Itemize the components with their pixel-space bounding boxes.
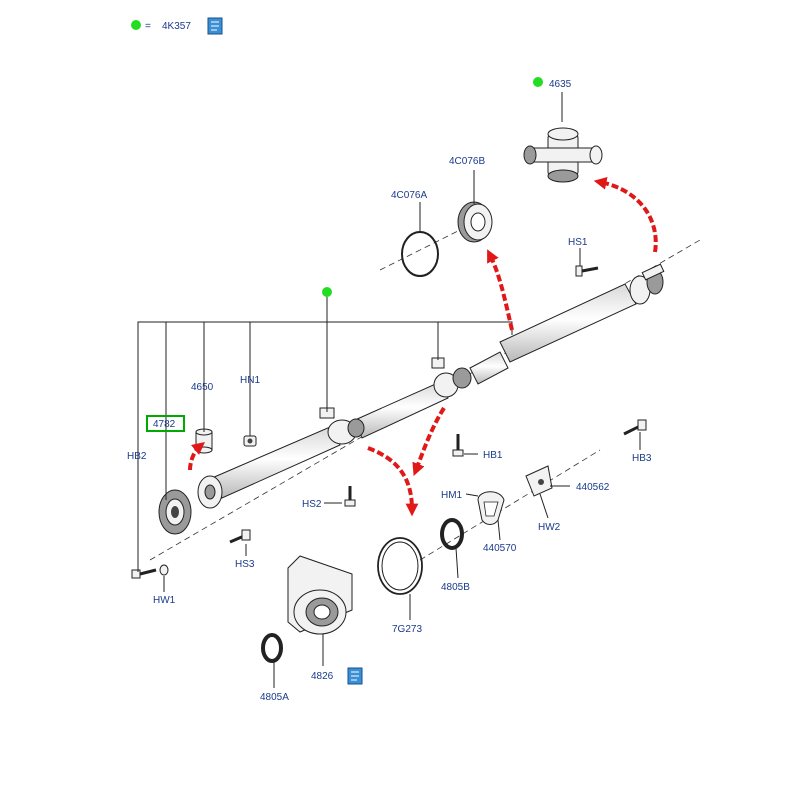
- label-4805a[interactable]: 4805A: [260, 692, 289, 703]
- part-labels: 4635 4C076B 4C076A HS1 4650 HN1 4782 HB2…: [127, 79, 652, 703]
- label-440570[interactable]: 440570: [483, 543, 517, 554]
- o-ring-7g273[interactable]: [377, 537, 423, 595]
- bolt-hb1[interactable]: [452, 434, 464, 457]
- manual-book-icon[interactable]: [347, 667, 363, 685]
- center-bearing-4826[interactable]: [287, 555, 353, 635]
- legend: = 4K357: [131, 17, 223, 35]
- washer-hw1[interactable]: [159, 564, 169, 576]
- direction-arrows: [188, 176, 658, 517]
- snap-ring-4c076a[interactable]: [401, 231, 439, 277]
- green-dot-icon: [131, 20, 141, 30]
- bolt-hs3[interactable]: [229, 529, 251, 544]
- label-4635[interactable]: 4635: [549, 79, 572, 90]
- arrow-to-4650: [188, 441, 205, 471]
- label-hw2[interactable]: HW2: [538, 522, 561, 533]
- label-hs3[interactable]: HS3: [235, 559, 255, 570]
- arrow-to-4c076b: [487, 249, 514, 331]
- highlight-box-4782: [146, 415, 185, 432]
- axis-line-upper: [379, 229, 461, 271]
- label-4826[interactable]: 4826: [311, 671, 334, 682]
- seal-4c076b[interactable]: [457, 201, 493, 243]
- label-4650[interactable]: 4650: [191, 382, 214, 393]
- seal-ring-4805b[interactable]: [440, 518, 464, 550]
- label-hn1[interactable]: HN1: [240, 375, 260, 386]
- legend-code: 4K357: [162, 21, 191, 32]
- label-hm1[interactable]: HM1: [441, 490, 463, 501]
- green-dot-icon: [533, 77, 543, 87]
- label-hw1[interactable]: HW1: [153, 595, 176, 606]
- axis-line-lower: [419, 449, 601, 561]
- label-4c076b[interactable]: 4C076B: [449, 156, 485, 167]
- label-4805b[interactable]: 4805B: [441, 582, 470, 593]
- manual-book-icon[interactable]: [207, 17, 223, 35]
- arrow-to-7g273: [367, 446, 419, 517]
- front-flange[interactable]: [197, 475, 223, 509]
- universal-joint-4635[interactable]: [523, 127, 603, 183]
- label-hb3[interactable]: HB3: [632, 453, 652, 464]
- label-440562[interactable]: 440562: [576, 482, 610, 493]
- green-dot-icon: [322, 287, 332, 297]
- seal-ring-4805a[interactable]: [261, 633, 283, 663]
- bolt-hs2[interactable]: [344, 486, 356, 507]
- label-4c076a[interactable]: 4C076A: [391, 190, 427, 201]
- label-hs1[interactable]: HS1: [568, 237, 588, 248]
- front-propshaft[interactable]: [211, 357, 472, 499]
- label-4782[interactable]: 4782: [153, 419, 176, 430]
- rear-propshaft[interactable]: [469, 263, 665, 385]
- arrow-from-joint: [412, 406, 446, 476]
- arrow-to-4635: [593, 176, 658, 253]
- flexible-coupling[interactable]: [158, 489, 192, 535]
- label-hb1[interactable]: HB1: [483, 450, 503, 461]
- nut-hn1[interactable]: [243, 435, 257, 447]
- label-7g273[interactable]: 7G273: [392, 624, 422, 635]
- bolt-hb3[interactable]: [623, 419, 647, 436]
- bolt-hb2[interactable]: [131, 568, 157, 579]
- lock-plate-440562[interactable]: [525, 465, 553, 497]
- label-hs2[interactable]: HS2: [302, 499, 322, 510]
- legend-equals: =: [145, 21, 151, 32]
- bolt-hs1[interactable]: [575, 265, 599, 277]
- label-hb2[interactable]: HB2: [127, 451, 147, 462]
- clip-440570[interactable]: [477, 491, 505, 525]
